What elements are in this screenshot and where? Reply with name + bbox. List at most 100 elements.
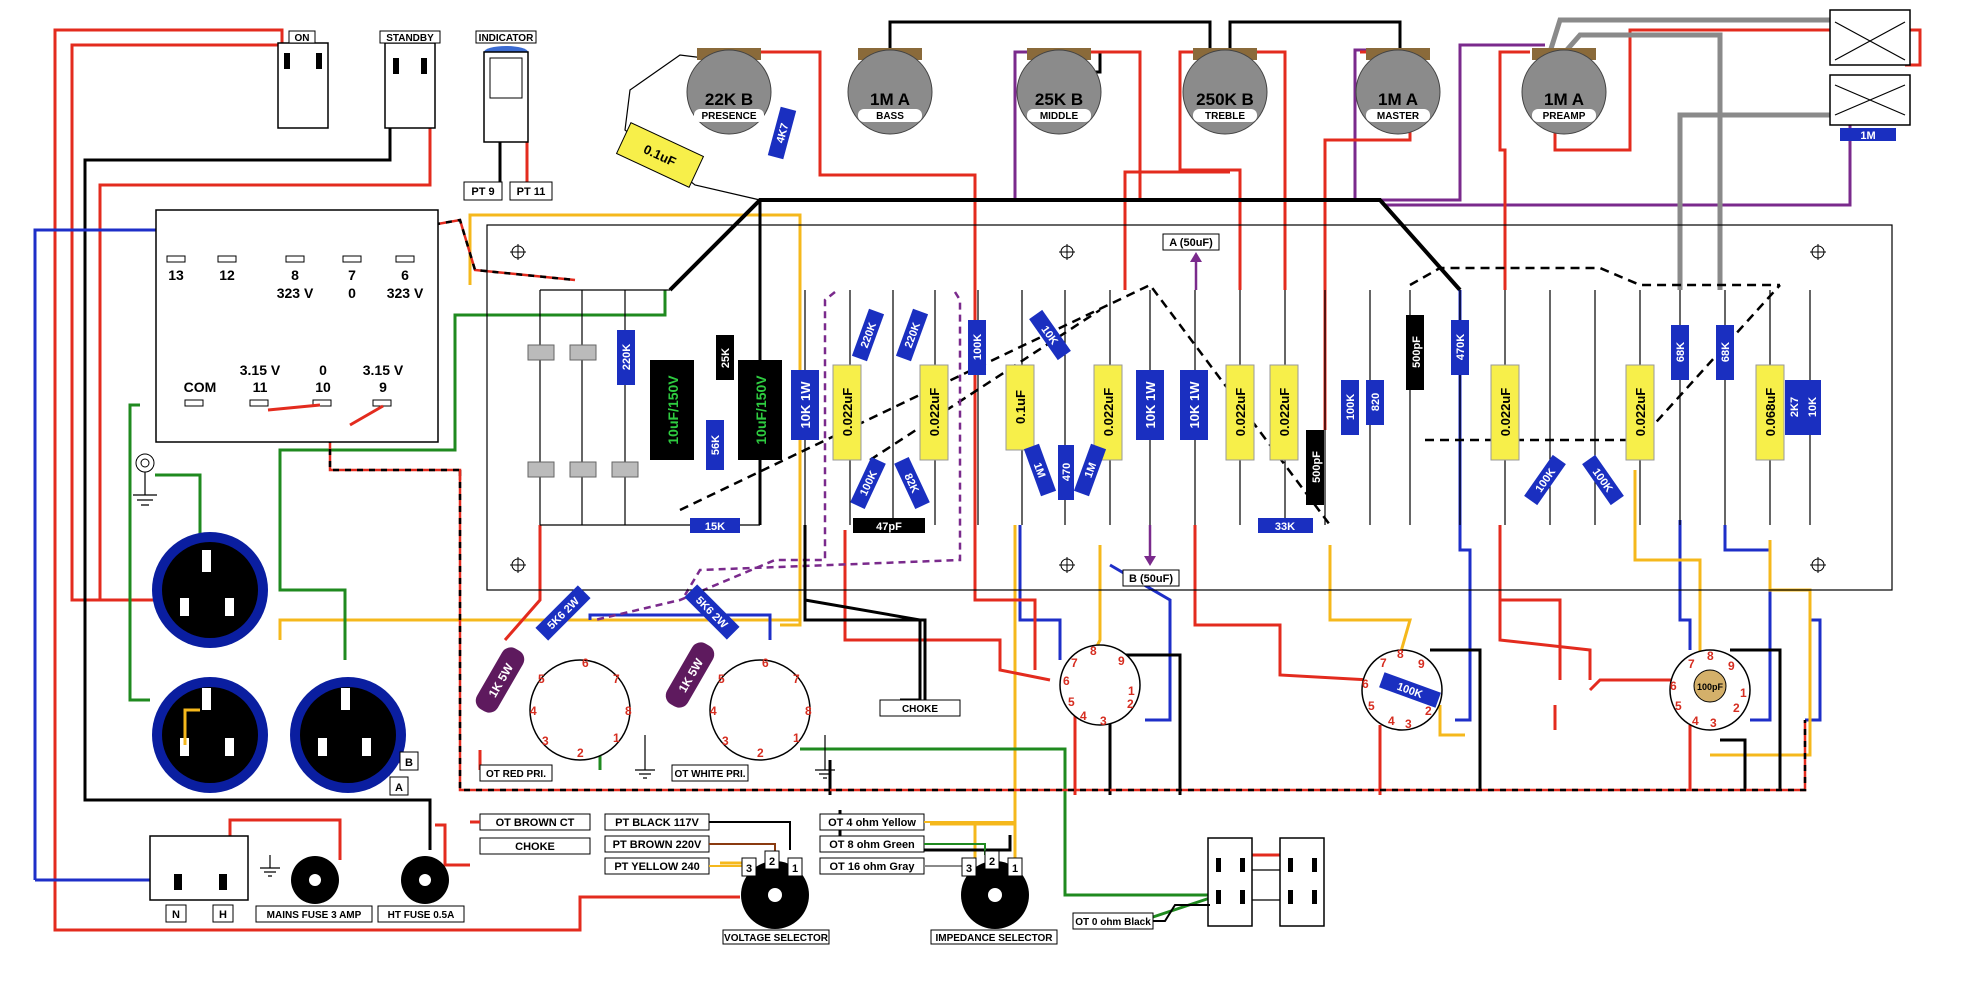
- svg-text:33K: 33K: [1275, 521, 1295, 533]
- ht-fuse[interactable]: HT FUSE 0.5A: [377, 856, 465, 923]
- on-switch[interactable]: ON: [277, 30, 329, 129]
- svg-text:H: H: [219, 909, 227, 921]
- svg-text:10uF/150V: 10uF/150V: [753, 375, 769, 445]
- svg-text:25K: 25K: [720, 348, 732, 368]
- svg-text:470K: 470K: [1455, 334, 1467, 360]
- svg-text:3: 3: [722, 734, 729, 748]
- pt-pin-8: 8: [291, 267, 299, 283]
- svg-text:9: 9: [1118, 654, 1125, 668]
- svg-text:820: 820: [1370, 393, 1382, 411]
- power-tube-socket-1: 6 7 8 5 4 3 2 1: [529, 656, 632, 761]
- svg-text:68K: 68K: [1720, 342, 1732, 362]
- svg-text:7: 7: [1688, 657, 1695, 671]
- svg-text:7: 7: [1071, 656, 1078, 670]
- cap-10uf-1: 10uF/150V: [650, 360, 694, 460]
- cap-500pf-a: 500pF: [1306, 430, 1324, 505]
- svg-text:0.1uF: 0.1uF: [1013, 390, 1028, 424]
- svg-text:6: 6: [1670, 679, 1677, 693]
- svg-text:7: 7: [793, 672, 800, 686]
- svg-text:68K: 68K: [1675, 342, 1687, 362]
- svg-text:1: 1: [1740, 686, 1747, 700]
- svg-text:5: 5: [1368, 699, 1375, 713]
- pot-bass[interactable]: 1M A BASS: [847, 48, 933, 135]
- ot-pt-labels: OT BROWN CT CHOKE PT BLACK 117V PT BROWN…: [470, 813, 1015, 875]
- svg-text:8: 8: [625, 704, 632, 718]
- label-b: B: [405, 757, 413, 769]
- cap-022-d: 0.022uF: [1225, 364, 1255, 461]
- pot-middle[interactable]: 25K B MIDDLE: [1016, 48, 1102, 135]
- svg-text:100K: 100K: [1345, 394, 1357, 420]
- svg-text:6: 6: [762, 656, 769, 670]
- pt-pin-6: 6: [401, 267, 409, 283]
- resistor-1m-b: 1M: [1073, 443, 1107, 497]
- resistor-1k-5w-b: 1K 5W: [665, 642, 715, 708]
- cap-500pf-b: 500pF: [1406, 315, 1424, 390]
- cap-022-e: 0.022uF: [1269, 364, 1299, 461]
- svg-text:1: 1: [613, 731, 620, 745]
- pot-preamp-value: 1M A: [1544, 90, 1584, 109]
- resistor-4k7: 4K7: [767, 106, 797, 160]
- pot-presence[interactable]: 22K B PRESENCE: [686, 48, 772, 135]
- resistor-5k6-a: 5K6 2W: [535, 585, 591, 641]
- svg-text:CHOKE: CHOKE: [515, 841, 555, 853]
- mains-fuse[interactable]: MAINS FUSE 3 AMP: [255, 856, 373, 923]
- resistor-220k-b: 220K: [895, 308, 929, 362]
- svg-text:OT 4 ohm Yellow: OT 4 ohm Yellow: [828, 817, 916, 829]
- svg-text:8: 8: [805, 704, 812, 718]
- pt-heater-v2: 0: [319, 362, 327, 378]
- svg-text:1: 1: [1128, 684, 1135, 698]
- svg-text:4: 4: [1080, 709, 1087, 723]
- mains-iec-inlet[interactable]: N H: [149, 835, 249, 923]
- svg-text:10uF/150V: 10uF/150V: [665, 375, 681, 445]
- pot-master[interactable]: 1M A MASTER: [1355, 48, 1441, 135]
- svg-text:OT 16 ohm Gray: OT 16 ohm Gray: [830, 861, 916, 873]
- pot-treble-name: TREBLE: [1205, 111, 1245, 122]
- choke-label: CHOKE: [879, 699, 961, 717]
- resistor-25k: 25K: [716, 335, 734, 380]
- resistor-10k-1w-c: 10K 1W: [1180, 370, 1208, 440]
- cap-022-f: 0.022uF: [1490, 364, 1520, 461]
- ot-red-pri: OT RED PRI.: [479, 764, 553, 782]
- svg-text:CHOKE: CHOKE: [902, 704, 938, 715]
- pot-presence-name: PRESENCE: [701, 111, 756, 122]
- svg-text:1: 1: [793, 731, 800, 745]
- svg-text:3: 3: [966, 863, 972, 875]
- cap-068: 0.068uF: [1755, 364, 1785, 461]
- resistor-10k-1w-a: 10K 1W: [791, 370, 819, 440]
- r-1m-top-label: 1M: [1860, 130, 1875, 142]
- resistor-470: 470: [1058, 445, 1074, 500]
- turret-board: 220K 10uF/150V 25K 56K 10uF/150V 15K 10K…: [486, 224, 1893, 591]
- svg-text:2: 2: [1733, 701, 1740, 715]
- pt-volt-8: 323 V: [277, 285, 314, 301]
- resistor-15k: 15K: [690, 518, 740, 533]
- resistor-82k: 82K: [894, 456, 930, 510]
- pot-master-value: 1M A: [1378, 90, 1418, 109]
- indicator-lamp: INDICATOR PT 9 PT 11: [463, 30, 553, 201]
- pt-pin-12: 12: [219, 267, 235, 283]
- svg-text:0.022uF: 0.022uF: [1233, 388, 1248, 436]
- svg-text:3: 3: [1405, 717, 1412, 731]
- resistor-220k: 220K: [617, 330, 635, 385]
- resistor-1k-5w-a: 1K 5W: [475, 647, 525, 713]
- svg-text:1: 1: [792, 863, 798, 875]
- cap-022-g: 0.022uF: [1625, 364, 1655, 461]
- input-jacks[interactable]: 1M: [1829, 9, 1911, 142]
- pot-treble[interactable]: 250K B TREBLE: [1182, 48, 1268, 135]
- pt-com: COM: [184, 379, 217, 395]
- resistor-100k-d: 100K: [1582, 454, 1624, 506]
- cap-47pf: 47pF: [853, 518, 925, 533]
- svg-text:4: 4: [1692, 714, 1699, 728]
- pot-middle-name: MIDDLE: [1040, 111, 1079, 122]
- svg-text:3: 3: [542, 734, 549, 748]
- cap-0-1uf-top: 0.1uF: [615, 122, 705, 188]
- standby-switch[interactable]: STANDBY: [379, 30, 441, 129]
- preamp-tube-socket-2: 7 8 9 6 5 4 3 2 1 100K: [1361, 647, 1443, 731]
- svg-text:8: 8: [1090, 644, 1097, 658]
- svg-text:500pF: 500pF: [1311, 451, 1323, 483]
- svg-text:0.022uF: 0.022uF: [840, 388, 855, 436]
- speaker-jacks[interactable]: [1207, 837, 1325, 927]
- impedance-selector[interactable]: 3 2 1 IMPEDANCE SELECTOR: [930, 850, 1058, 945]
- resistor-10k-e: 10K: [1803, 380, 1821, 435]
- pot-preamp[interactable]: 1M A PREAMP: [1521, 48, 1607, 135]
- voltage-selector[interactable]: 3 2 1 VOLTAGE SELECTOR: [722, 850, 830, 945]
